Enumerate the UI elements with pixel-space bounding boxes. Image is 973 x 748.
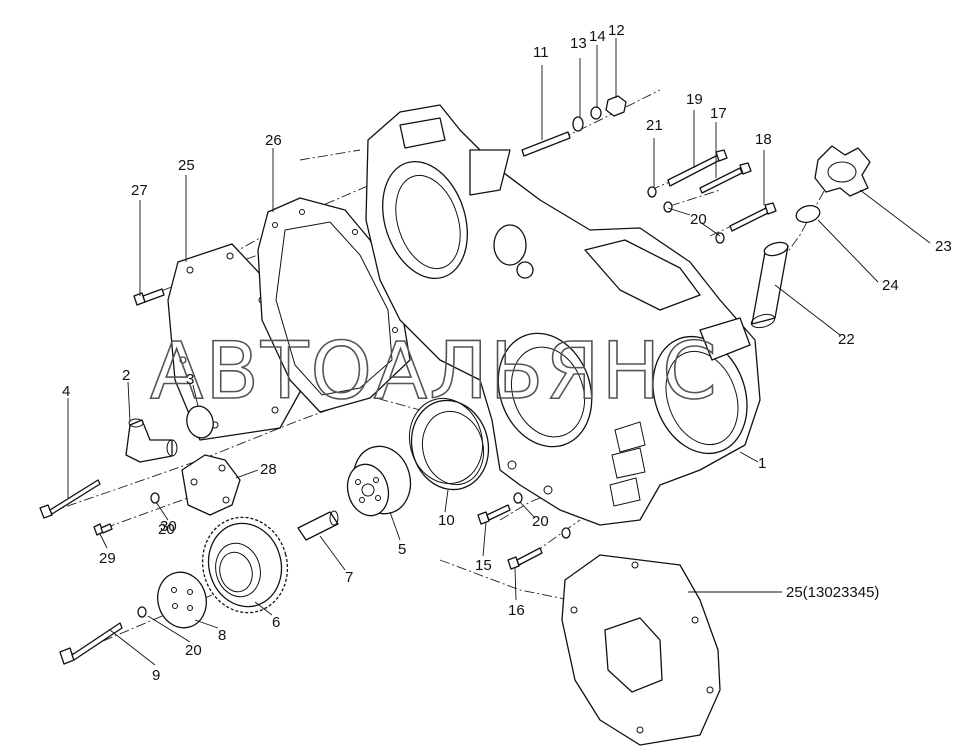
- callout-labels: 1 2 3 4 5 6 7 8 9 10 11 12 13 14 15 16 1…: [62, 22, 952, 684]
- filler-cap-23: [814, 145, 871, 197]
- label-23: 23: [935, 238, 952, 255]
- gasket-26: [257, 197, 411, 413]
- label-7: 7: [345, 569, 353, 586]
- label-27: 27: [131, 182, 148, 199]
- label-15: 15: [475, 557, 492, 574]
- label-13: 13: [570, 35, 587, 52]
- label-24: 24: [882, 277, 899, 294]
- label-9: 9: [152, 667, 160, 684]
- label-22: 22: [838, 331, 855, 348]
- label-6: 6: [272, 614, 280, 631]
- bolts: [39, 131, 777, 665]
- label-21: 21: [646, 117, 663, 134]
- label-30: 30: [160, 518, 177, 535]
- label-20-mid: 20: [532, 513, 549, 530]
- seal-ring-10: [408, 397, 490, 491]
- label-18: 18: [755, 131, 772, 148]
- label-8: 8: [218, 627, 226, 644]
- label-20-left: 20: [158, 521, 175, 538]
- label-11: 11: [533, 44, 549, 61]
- leader-lines: [67, 38, 931, 666]
- label-3: 3: [186, 371, 194, 388]
- label-5: 5: [398, 541, 406, 558]
- hub-5: [346, 445, 412, 517]
- watermark: АВТОАЛЬЯНС: [150, 327, 719, 417]
- label-2: 2: [122, 367, 130, 384]
- label-25-13023345: 25(13023345): [786, 584, 879, 601]
- label-12: 12: [608, 22, 625, 39]
- shaft-7: [297, 510, 339, 541]
- label-28: 28: [260, 461, 277, 478]
- gear-housing-1: [365, 104, 761, 526]
- label-16: 16: [508, 602, 525, 619]
- label-14: 14: [589, 28, 606, 45]
- label-26: 26: [265, 132, 282, 149]
- label-29: 29: [99, 550, 116, 567]
- label-20-top: 20: [690, 211, 707, 228]
- gear-6: [201, 516, 289, 614]
- o-ring-3: [186, 405, 214, 439]
- label-25: 25: [178, 157, 195, 174]
- hub-8: [157, 571, 207, 629]
- label-10: 10: [438, 512, 455, 529]
- label-19: 19: [686, 91, 703, 108]
- cover-plate-25-13023345: [561, 554, 721, 746]
- cover-plate-28: [181, 454, 241, 516]
- sleeve-22: [750, 241, 789, 329]
- elbow-fitting-2: [125, 418, 178, 463]
- o-ring-24: [795, 205, 821, 223]
- label-1: 1: [758, 455, 766, 472]
- label-20-bottom: 20: [185, 642, 202, 659]
- washers-and-nuts: [137, 95, 725, 618]
- label-17: 17: [710, 105, 727, 122]
- label-4: 4: [62, 383, 70, 400]
